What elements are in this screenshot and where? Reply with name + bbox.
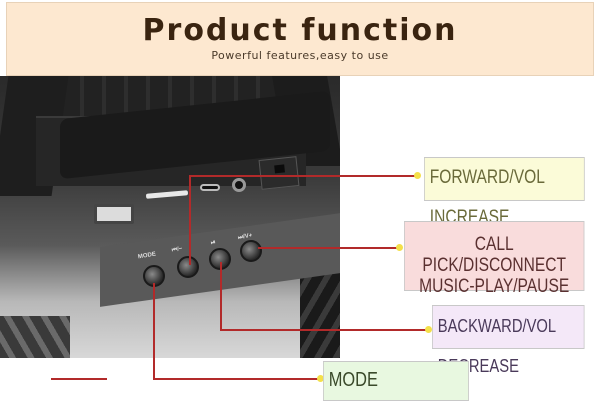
forward-callout-line (189, 175, 191, 265)
backward-callout-line-v (220, 262, 222, 330)
backward-callout-dot (425, 326, 432, 333)
stray-line (51, 378, 107, 380)
call-callout-line (258, 247, 400, 249)
forward-callout-line-h (189, 175, 419, 177)
banner-subtitle: Powerful features,easy to use (211, 49, 389, 62)
prev-button[interactable] (177, 256, 199, 278)
forward-label-text: FORWARD/VOL INCREASE (429, 167, 545, 228)
mode-callout-line-h (153, 378, 321, 380)
backward-callout-line-h (220, 329, 430, 331)
play-button-label: ⏯ (210, 239, 217, 247)
speaker-vent-right (300, 266, 340, 358)
speaker-vent-left (0, 316, 70, 358)
backward-vol-decrease-label: BACKWARD/VOL DECREASE (432, 305, 585, 376)
usb-port-icon (94, 204, 134, 224)
mode-callout-dot (317, 375, 324, 382)
mode-label-text: MODE SWITCHER (328, 369, 378, 391)
mode-switcher-label: MODE SWITCHER (323, 361, 469, 401)
call-callout-dot (396, 244, 403, 251)
call-play-pause-label: CALL PICK/DISCONNECT MUSIC-PLAY/PAUSE (404, 221, 585, 297)
forward-vol-increase-label: FORWARD/VOL INCREASE (424, 157, 585, 228)
aux-jack-icon (232, 178, 246, 192)
usb-c-port-icon (200, 184, 220, 191)
rubber-plug (258, 156, 300, 190)
header-banner: Product function Powerful features,easy … (6, 2, 594, 76)
next-button[interactable] (240, 240, 262, 262)
banner-title: Product function (142, 13, 458, 48)
call-label-line1: CALL PICK/DISCONNECT (422, 234, 567, 276)
mode-callout-line-v (153, 283, 155, 379)
forward-callout-dot (414, 172, 421, 179)
call-label-line2: MUSIC-PLAY/PAUSE (419, 276, 570, 297)
